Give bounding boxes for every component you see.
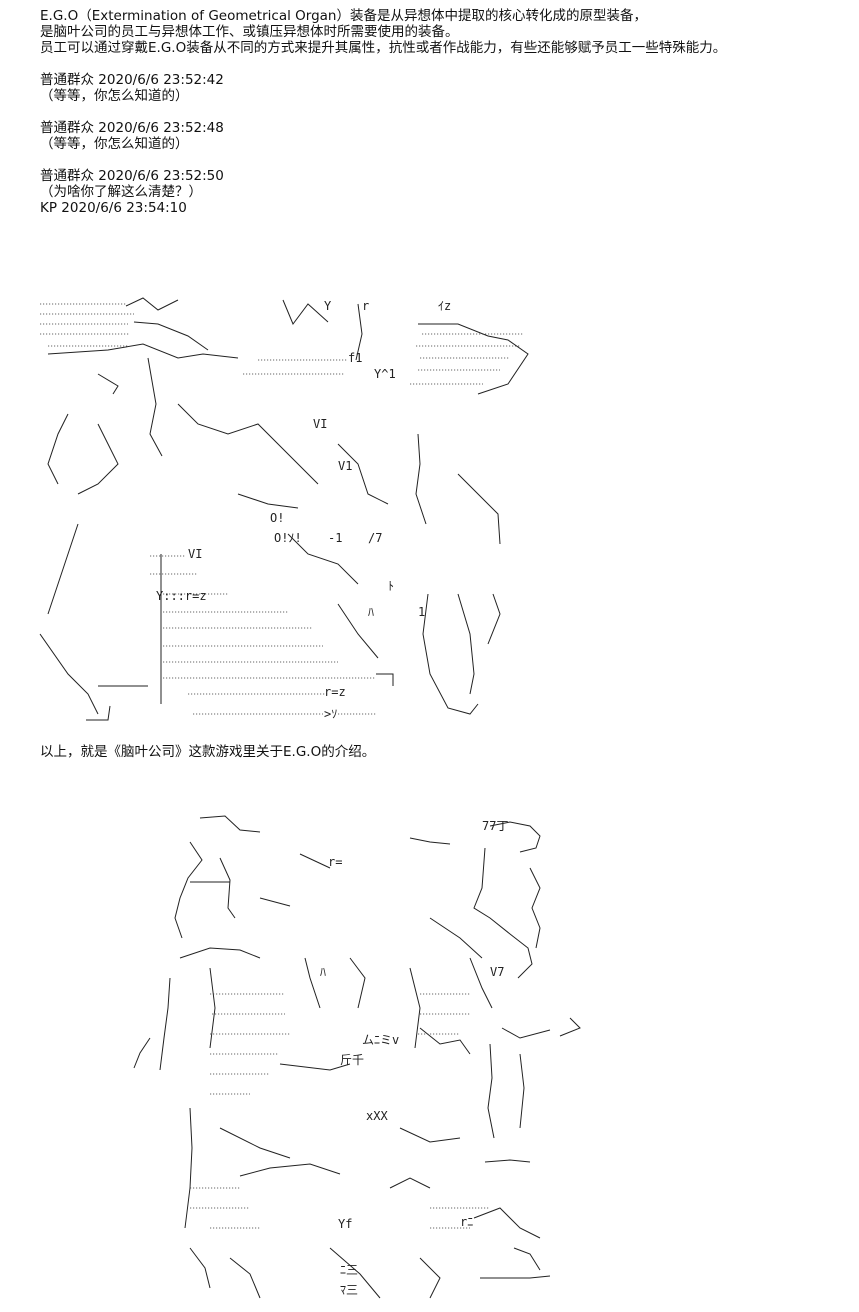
art-shading	[40, 303, 523, 715]
comment-text: （等等，你怎么知道的）	[40, 88, 189, 104]
intro-line: 员工可以通过穿戴E.G.O装备从不同的方式来提升其属性，抗性或者作战能力，有些还…	[40, 40, 727, 56]
art-glyph: Y^1	[374, 367, 396, 381]
art-glyph: ﾄ	[388, 579, 394, 593]
post-content: E.G.O（Extermination of Geometrical Organ…	[40, 8, 850, 216]
intro-paragraph: E.G.O（Extermination of Geometrical Organ…	[40, 8, 850, 56]
kp-header: KP 2020/6/6 23:54:10	[40, 200, 850, 216]
comment-header: 普通群众 2020/6/6 23:52:42	[40, 72, 850, 88]
art-outline	[39, 297, 529, 721]
art-glyph: V1	[338, 459, 352, 473]
art-outline	[133, 815, 581, 1299]
art-glyphs: 77丁 r= V7 ﾊ xXX 斤千 ムﾆミv Yf ﾏ三 ﾆ三 rﾆ	[320, 819, 508, 1297]
art-glyph: O!ﾉ!	[274, 531, 302, 545]
kp-time: 2020/6/6 23:54:10	[61, 200, 187, 216]
art-glyph: 77丁	[482, 819, 508, 833]
comment-text: （等等，你怎么知道的）	[40, 136, 189, 152]
art-glyph: ムﾆミv	[362, 1033, 399, 1047]
comment-time: 2020/6/6 23:52:50	[98, 168, 224, 184]
art-glyph: f1	[348, 351, 362, 365]
outro-text: 以上，就是《脑叶公司》这款游戏里关于E.G.O的介绍。	[40, 744, 376, 760]
comment-text: （为啥你了解这么清楚？）	[40, 184, 202, 200]
comment-item: 普通群众 2020/6/6 23:52:48 （等等，你怎么知道的）	[40, 120, 850, 152]
art-glyph: 斤千	[340, 1053, 364, 1067]
comment-author: 普通群众	[40, 120, 94, 136]
art-glyph: VI	[313, 417, 327, 431]
art-glyph: Y:::r=z	[156, 589, 207, 603]
art-shading	[190, 993, 490, 1229]
comment-author: 普通群众	[40, 72, 94, 88]
art-glyph: Yf	[338, 1217, 352, 1231]
art-glyph: r	[362, 299, 369, 313]
comment-author: 普通群众	[40, 168, 94, 184]
art-glyph: rﾆ	[460, 1215, 473, 1229]
art-glyph: O!	[270, 511, 284, 525]
comment-header: 普通群众 2020/6/6 23:52:48	[40, 120, 850, 136]
comment-thread: 普通群众 2020/6/6 23:52:42 （等等，你怎么知道的） 普通群众 …	[40, 72, 850, 216]
art-glyph: 1	[418, 605, 425, 619]
intro-line: 是脑叶公司的员工与异想体工作、或镇压异想体时所需要使用的装备。	[40, 24, 459, 40]
art-glyph: r=	[328, 855, 342, 869]
art-glyph: ﾆ三	[340, 1263, 358, 1277]
art-glyph: >ｿ	[324, 707, 337, 721]
ascii-art-winged-figure: Y r ｲz f1 Y^1 VI V1 O! O!ﾉ! -1 /7 VI Y::…	[39, 297, 529, 721]
outro-line: 以上，就是《脑叶公司》这款游戏里关于E.G.O的介绍。	[40, 744, 375, 760]
art-glyph: ｲz	[438, 299, 451, 313]
comment-time: 2020/6/6 23:52:48	[98, 120, 224, 136]
art-glyph: Y	[324, 299, 332, 313]
art-glyph: ﾊ	[368, 605, 374, 619]
intro-line: E.G.O（Extermination of Geometrical Organ…	[40, 8, 647, 24]
comment-item: 普通群众 2020/6/6 23:52:42 （等等，你怎么知道的）	[40, 72, 850, 104]
ascii-art-hooded-girl: 77丁 r= V7 ﾊ xXX 斤千 ムﾆミv Yf ﾏ三 ﾆ三 rﾆ	[133, 815, 581, 1299]
art-glyph: ﾏ三	[340, 1283, 358, 1297]
comment-time: 2020/6/6 23:52:42	[98, 72, 224, 88]
art-glyph: ﾊ	[320, 965, 326, 979]
comment-item: 普通群众 2020/6/6 23:52:50 （为啥你了解这么清楚？）	[40, 168, 850, 200]
art-glyph: /7	[368, 531, 382, 545]
art-glyph: r=z	[324, 685, 346, 699]
art-glyphs: Y r ｲz f1 Y^1 VI V1 O! O!ﾉ! -1 /7 VI Y::…	[156, 299, 451, 721]
art-glyph: -1	[328, 531, 342, 545]
art-glyph: VI	[188, 547, 202, 561]
art-glyph: xXX	[366, 1109, 388, 1123]
art-glyph: V7	[490, 965, 504, 979]
kp-author: KP	[40, 200, 57, 216]
comment-header: 普通群众 2020/6/6 23:52:50	[40, 168, 850, 184]
